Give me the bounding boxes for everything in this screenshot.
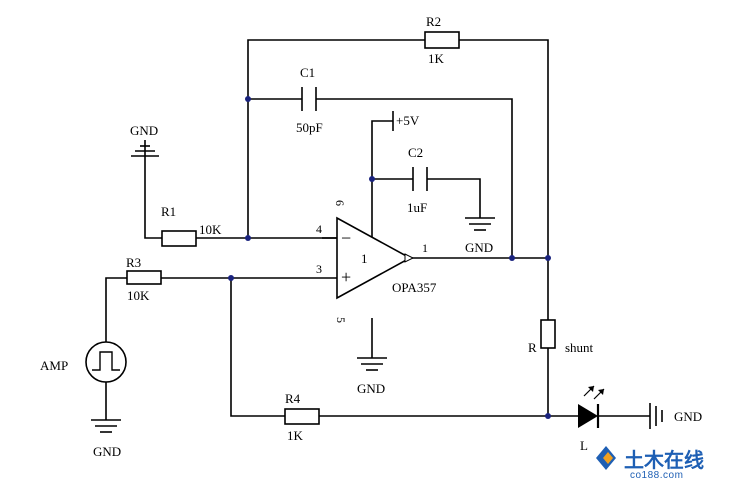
- pin-1: 1: [422, 241, 428, 255]
- capacitor-c2: [412, 167, 428, 191]
- vplus-label: +5V: [396, 113, 420, 128]
- opamp-plus: +: [341, 267, 351, 287]
- opamp-opa357: [322, 216, 415, 300]
- resistor-r4: [284, 408, 320, 425]
- gnd-c2-label: GND: [465, 240, 493, 255]
- gnd-source-label: GND: [93, 444, 121, 459]
- gnd-opamp-icon: [357, 357, 387, 371]
- gnd-c2-icon: [465, 217, 495, 231]
- led-ref: L: [580, 438, 588, 453]
- gnd-source-icon: [91, 419, 121, 433]
- r2-value: 1K: [428, 51, 445, 66]
- watermark-sub: co188.com: [630, 470, 683, 481]
- opamp-inner-label: 1: [361, 251, 368, 266]
- capacitor-c1: [301, 87, 317, 111]
- c2-value: 1uF: [407, 200, 427, 215]
- pin-4: 4: [316, 222, 322, 236]
- c1-ref: C1: [300, 65, 315, 80]
- watermark-text: 土木在线: [624, 448, 704, 472]
- gnd-led-label: GND: [674, 409, 702, 424]
- r1-value: 10K: [199, 222, 222, 237]
- gnd-led-icon: [649, 403, 663, 429]
- resistor-shunt: [540, 319, 556, 349]
- opamp-ref: OPA357: [392, 280, 437, 295]
- resistor-r3: [126, 270, 162, 285]
- junction-dots: [228, 96, 551, 419]
- r2-ref: R2: [426, 14, 441, 29]
- resistor-r1: [161, 230, 197, 247]
- r4-ref: R4: [285, 391, 301, 406]
- c2-ref: C2: [408, 145, 423, 160]
- r3-value: 10K: [127, 288, 150, 303]
- pin-6: 6: [333, 200, 347, 206]
- led-icon: [578, 385, 605, 428]
- c1-value: 50pF: [296, 120, 323, 135]
- gnd-opamp-label: GND: [357, 381, 385, 396]
- pin-5: 5: [334, 317, 348, 323]
- gnd-r1-icon: [131, 140, 159, 160]
- watermark-logo: [596, 446, 616, 470]
- r1-ref: R1: [161, 204, 176, 219]
- gnd-r1-label: GND: [130, 123, 158, 138]
- r3-ref: R3: [126, 255, 141, 270]
- r4-value: 1K: [287, 428, 304, 443]
- pulse-source-icon: [85, 341, 127, 383]
- shunt-ref: R: [528, 340, 537, 355]
- wires: [105, 39, 650, 420]
- pin-3: 3: [316, 262, 322, 276]
- source-label: AMP: [40, 358, 68, 373]
- resistor-r2: [424, 31, 460, 49]
- opamp-minus: −: [341, 228, 351, 248]
- shunt-value: shunt: [565, 340, 594, 355]
